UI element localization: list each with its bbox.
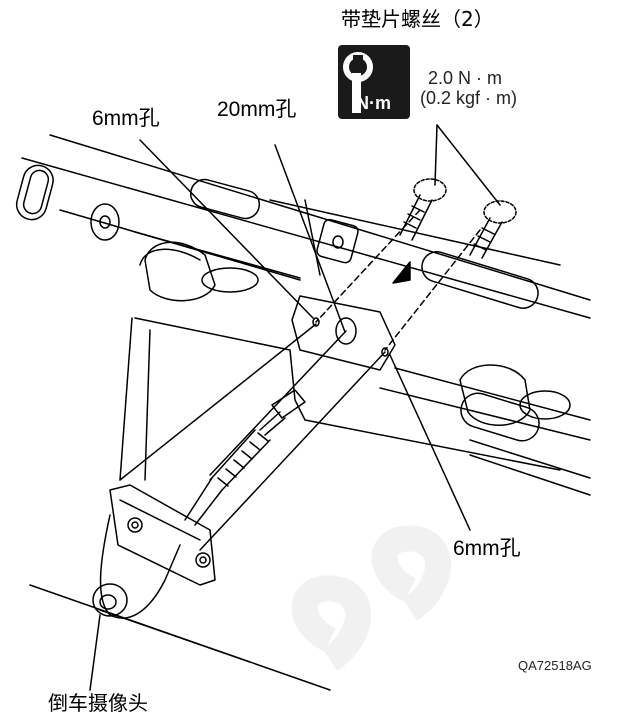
watermark <box>291 525 451 671</box>
rubber-stopper-right <box>459 364 571 426</box>
alignment-lines <box>119 124 501 551</box>
flange-bolt-right <box>469 200 517 259</box>
figure-code: QA72518AG <box>518 658 592 673</box>
flange-bolt-left <box>399 178 447 241</box>
panel-slots <box>15 164 540 442</box>
label-6mm-hole-left: 6mm孔 <box>92 107 160 130</box>
mounting-hole-plate <box>291 295 396 371</box>
label-6mm-hole-right: 6mm孔 <box>453 537 521 560</box>
torque-value-alt: (0.2 kgf · m) <box>420 88 518 108</box>
body-panel <box>21 134 591 691</box>
label-flange-bolt: 带垫片螺丝（2） <box>341 7 494 31</box>
wire-harness <box>184 389 306 526</box>
torque-value: 2.0 N · m <box>428 68 503 88</box>
direction-arrow <box>392 261 411 284</box>
rubber-stopper-left <box>139 241 259 302</box>
torque-badge: N·m <box>338 45 410 119</box>
rear-camera <box>89 484 216 691</box>
wrench-icon <box>343 52 373 113</box>
label-rear-camera: 倒车摄像头 <box>48 691 148 715</box>
torque-unit: N·m <box>356 93 391 113</box>
label-20mm-hole: 20mm孔 <box>217 98 297 121</box>
